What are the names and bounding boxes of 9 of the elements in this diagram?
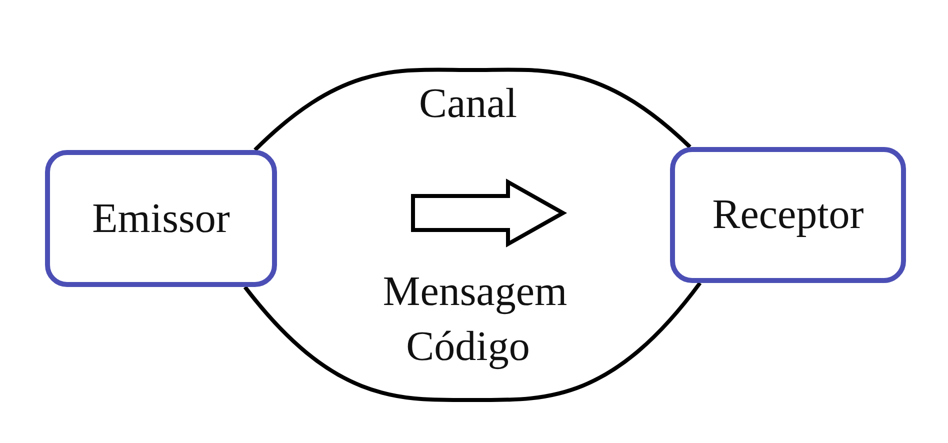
entity-box [670, 147, 906, 283]
node-label: Receptor [712, 191, 864, 239]
channel-line [254, 68, 692, 152]
diagram-label: Mensagem [382, 268, 568, 316]
diagram-label: Canal [419, 80, 517, 128]
entity-box [45, 150, 277, 287]
channel-line [243, 282, 702, 402]
diagram-label: Código [406, 323, 530, 371]
node-label: Emissor [92, 194, 230, 242]
